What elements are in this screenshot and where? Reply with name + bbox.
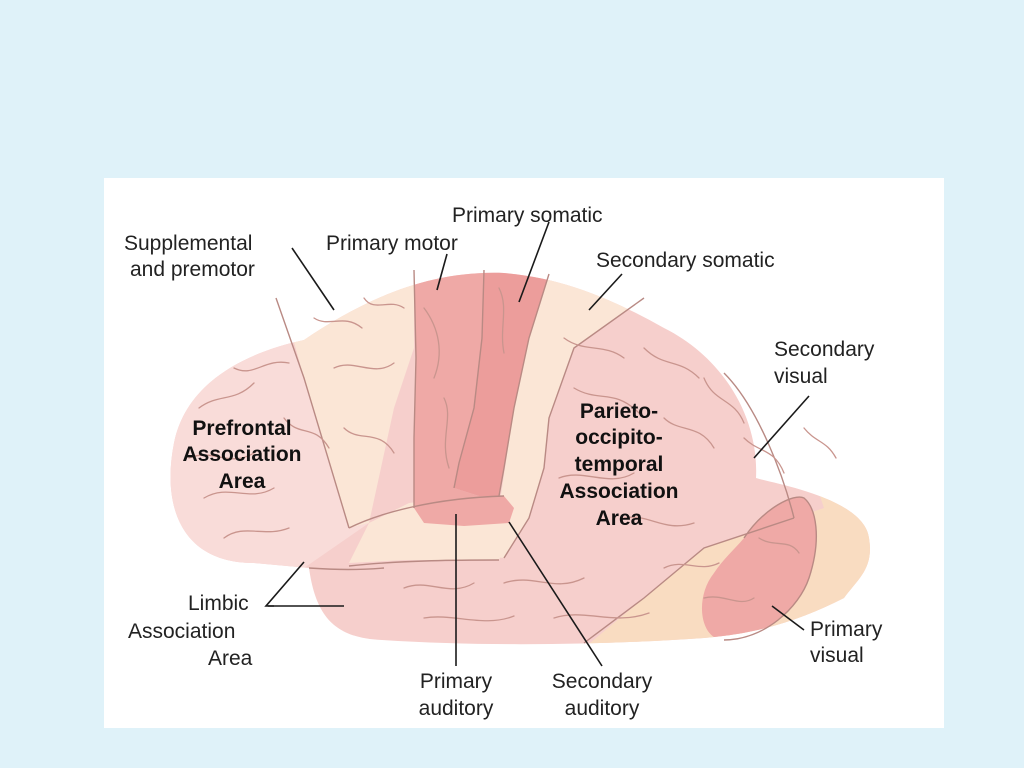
label-parieto-3: temporal bbox=[575, 453, 664, 476]
primary-visual-region bbox=[701, 497, 817, 640]
area-borders bbox=[275, 269, 818, 644]
leader-primary-visual bbox=[771, 605, 805, 631]
label-secondary-somatic: Secondary somatic bbox=[596, 249, 775, 272]
label-prefrontal-3: Area bbox=[219, 470, 266, 493]
label-primary-auditory-2: auditory bbox=[419, 697, 494, 720]
brain-diagram: Primary somatic Primary motor Supplement… bbox=[124, 204, 883, 720]
label-primary-visual-2: visual bbox=[810, 644, 864, 667]
label-parieto-1: Parieto- bbox=[580, 400, 658, 423]
label-secondary-visual-1: Secondary bbox=[774, 338, 875, 361]
primary-somatic-region bbox=[454, 272, 549, 496]
brain-sulci bbox=[188, 287, 837, 622]
leader-secondary-visual bbox=[753, 395, 810, 459]
label-secondary-auditory-1: Secondary bbox=[552, 670, 653, 693]
leader-primary-somatic bbox=[518, 221, 550, 303]
label-parieto-4: Association bbox=[559, 480, 678, 503]
label-limbic-3: Area bbox=[208, 647, 253, 670]
label-limbic-1: Limbic bbox=[188, 592, 249, 615]
label-prefrontal-2: Association bbox=[182, 443, 301, 466]
leader-primary-motor bbox=[436, 253, 448, 291]
label-primary-somatic: Primary somatic bbox=[452, 204, 603, 227]
label-supplemental-1: Supplemental bbox=[124, 232, 252, 255]
primary-motor-region bbox=[414, 272, 514, 526]
label-prefrontal-1: Prefrontal bbox=[192, 417, 291, 440]
brain-diagram-panel: Primary somatic Primary motor Supplement… bbox=[104, 178, 944, 728]
leader-secondary-somatic bbox=[588, 273, 623, 311]
secondary-somatic-region bbox=[484, 273, 644, 558]
label-primary-motor: Primary motor bbox=[326, 232, 458, 255]
label-primary-visual-1: Primary bbox=[810, 618, 883, 641]
label-primary-auditory-1: Primary bbox=[420, 670, 493, 693]
leader-limbic-upper bbox=[264, 561, 305, 607]
label-secondary-visual-2: visual bbox=[774, 365, 828, 388]
label-parieto-2: occipito- bbox=[575, 426, 663, 449]
label-secondary-auditory-2: auditory bbox=[565, 697, 640, 720]
leader-lines bbox=[264, 221, 810, 667]
leader-supplemental bbox=[291, 247, 335, 311]
label-limbic-2: Association bbox=[128, 620, 235, 643]
leader-secondary-auditory bbox=[508, 521, 603, 667]
label-parieto-5: Area bbox=[596, 507, 643, 530]
label-supplemental-2: and premotor bbox=[130, 258, 255, 281]
